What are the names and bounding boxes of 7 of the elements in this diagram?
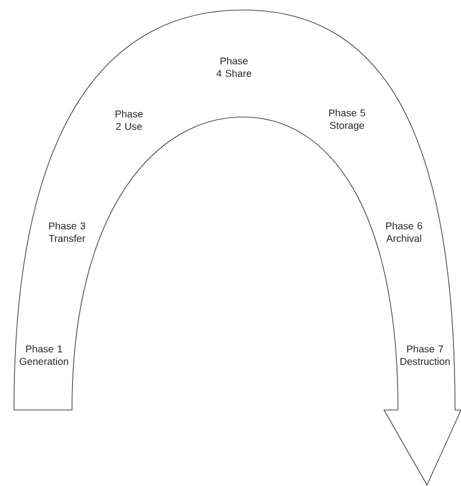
phase-label: Phase 3 Transfer xyxy=(48,222,86,242)
phase-label: Phase 5 Storage xyxy=(329,109,366,131)
phase-label: Phase 7 Destruction xyxy=(400,345,450,365)
phase-label: Phase 2 Use xyxy=(116,110,143,130)
phase-label: Phase 1 Generation xyxy=(20,345,68,365)
phase-label: Phase 4 Share xyxy=(216,57,252,77)
phase-label: Phase 6 Archival xyxy=(386,222,422,242)
